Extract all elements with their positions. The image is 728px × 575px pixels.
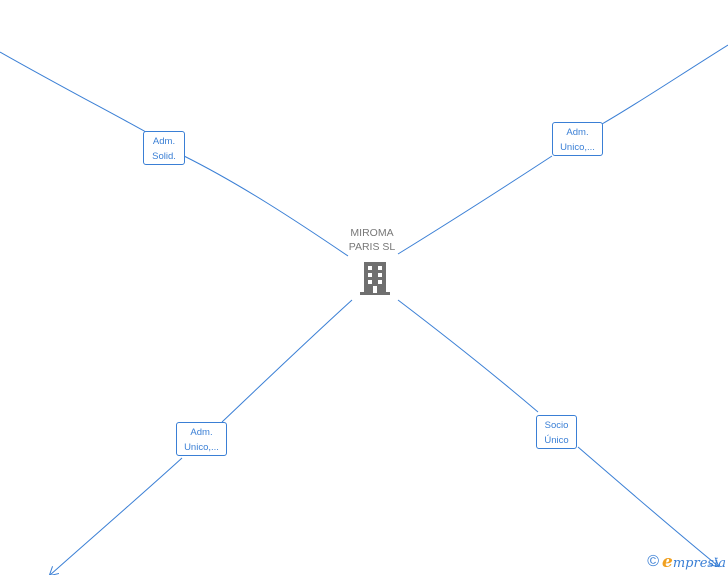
copyright-icon: © <box>647 553 660 570</box>
role-label-line1: Adm. <box>190 427 213 438</box>
role-label-line1: Adm. <box>152 136 176 147</box>
edge-bottom-left-inner <box>221 299 353 423</box>
role-box-bottom-left[interactable]: Adm. Unico,... <box>176 422 227 456</box>
role-box-top-right[interactable]: Adm. Unico,... <box>552 122 603 156</box>
company-name-line2: PARIS SL <box>348 241 396 253</box>
edge-top-left-inner <box>183 155 349 257</box>
edge-bottom-left <box>50 457 183 575</box>
brand-logo: empresia <box>662 552 726 572</box>
empresia-watermark[interactable]: © empresia <box>647 552 726 572</box>
role-label-line1: Socio <box>544 420 569 431</box>
edge-top-right-inner <box>397 155 553 255</box>
role-label-line2: Unico,... <box>184 442 219 453</box>
building-icon[interactable] <box>358 260 392 296</box>
brand-initial: e <box>662 552 673 572</box>
brand-text: mpresia <box>672 556 726 571</box>
role-label-line2: Único <box>544 435 569 446</box>
edge-top-right <box>601 44 728 125</box>
role-label-line1: Adm. <box>566 127 589 138</box>
role-label-line2: Solid. <box>152 151 176 162</box>
role-box-top-left[interactable]: Adm. Solid. <box>143 131 185 165</box>
edge-bottom-right <box>577 446 718 566</box>
edge-bottom-right-inner <box>397 299 539 413</box>
edge-top-left <box>0 51 147 133</box>
role-label-line2: Unico,... <box>560 142 595 153</box>
role-box-bottom-right[interactable]: Socio Único <box>536 415 577 449</box>
company-name[interactable]: MIROMA PARIS SL <box>336 226 408 254</box>
company-name-line1: MIROMA <box>350 227 394 239</box>
